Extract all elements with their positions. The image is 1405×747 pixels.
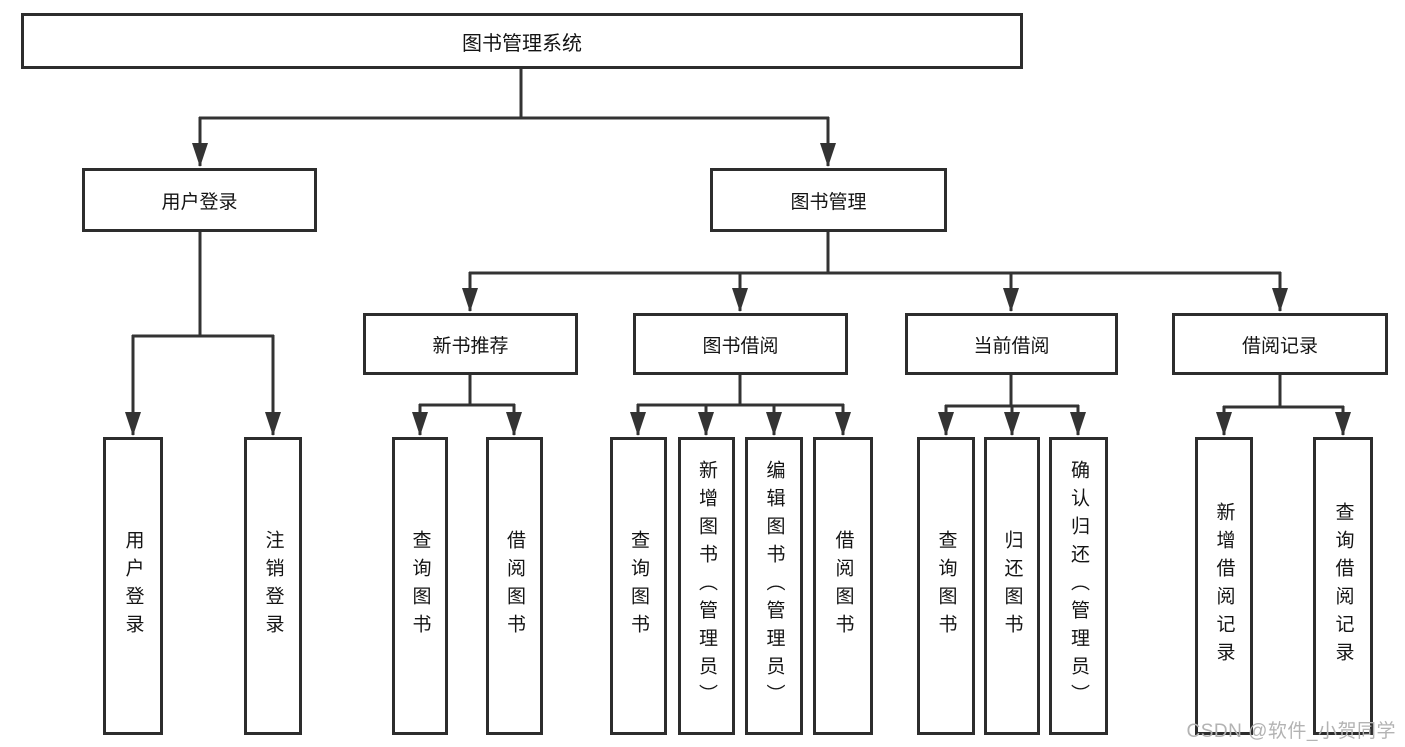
leaf-borrow-borrow-books: 借阅图书 xyxy=(813,437,873,735)
connector-mgmt-to-level3 xyxy=(462,232,1288,312)
leaf-user-login: 用户登录 xyxy=(103,437,163,735)
leaf-current-query-books: 查询图书 xyxy=(917,437,975,735)
node-user-login: 用户登录 xyxy=(82,168,317,232)
leaf-current-return-books: 归还图书 xyxy=(984,437,1040,735)
connector-recommend-to-leaves xyxy=(412,375,522,436)
leaf-borrow-edit-book-admin: 编辑图书（管理员） xyxy=(745,437,803,735)
node-root-system: 图书管理系统 xyxy=(21,13,1023,69)
node-book-management: 图书管理 xyxy=(710,168,947,232)
node-new-book-recommend: 新书推荐 xyxy=(363,313,578,375)
connector-records-to-leaves xyxy=(1216,375,1351,436)
leaf-records-add-record: 新增借阅记录 xyxy=(1195,437,1253,735)
connector-root-to-level2 xyxy=(192,68,836,167)
node-book-borrow: 图书借阅 xyxy=(633,313,848,375)
connector-current-to-leaves xyxy=(938,375,1086,436)
leaf-borrow-query-books: 查询图书 xyxy=(610,437,667,735)
leaf-recommend-borrow-books: 借阅图书 xyxy=(486,437,543,735)
node-borrow-records: 借阅记录 xyxy=(1172,313,1388,375)
connector-login-to-leaves xyxy=(125,232,281,436)
leaf-recommend-query-books: 查询图书 xyxy=(392,437,448,735)
csdn-watermark: CSDN @软件_小贺同学 xyxy=(1186,721,1396,742)
leaf-records-query-record: 查询借阅记录 xyxy=(1313,437,1373,735)
leaf-logout: 注销登录 xyxy=(244,437,302,735)
leaf-current-confirm-return-admin: 确认归还（管理员） xyxy=(1049,437,1108,735)
connector-borrow-to-leaves xyxy=(630,375,851,436)
leaf-borrow-add-book-admin: 新增图书（管理员） xyxy=(678,437,735,735)
node-current-borrow: 当前借阅 xyxy=(905,313,1118,375)
